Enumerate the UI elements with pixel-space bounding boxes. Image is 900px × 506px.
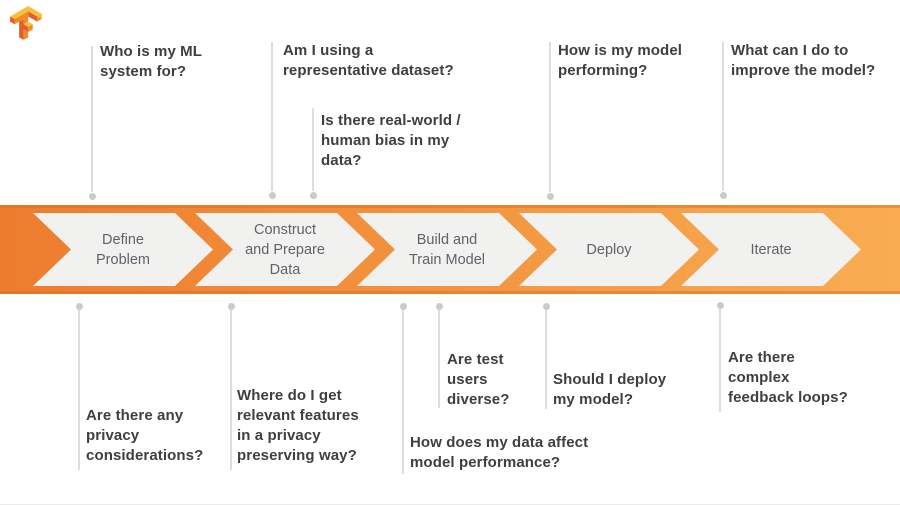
question-are-test-users-diverse: Are test users diverse? — [447, 351, 510, 408]
connector-line — [271, 42, 273, 191]
connector-dot — [719, 191, 727, 199]
slide-bottom-edge — [0, 504, 900, 505]
stage-label-iterate: Iterate — [750, 241, 792, 258]
question-representative-dataset: Am I using a representative dataset? — [283, 42, 454, 79]
stage-arrow-define-problem — [33, 213, 213, 286]
stage-arrow-construct-and-prepare-data — [195, 213, 375, 286]
pipeline-band — [0, 205, 900, 294]
question-who-is-my-ml-system-for: Who is my ML system for? — [100, 43, 203, 80]
question-complex-feedback-loops: Are there complex feedback loops? — [728, 349, 848, 406]
stage-label-define-problem: Define Problem — [96, 231, 150, 268]
connector-line — [78, 310, 80, 470]
question-data-affect-model-performance: How does my data affect model performanc… — [410, 434, 589, 471]
connector-line — [722, 42, 724, 191]
stage-arrow-iterate — [681, 213, 861, 286]
connector-dot — [88, 192, 96, 200]
connector-line — [719, 309, 721, 412]
stage-arrow-build-and-train-model — [357, 213, 537, 286]
stage-arrow-deploy — [519, 213, 699, 286]
question-relevant-features-privacy: Where do I get relevant features in a pr… — [237, 387, 359, 464]
stage-label-build-and-train-model: Build and Train Model — [408, 231, 486, 268]
pipeline-band-top-edge — [0, 205, 900, 208]
connector-dot — [268, 191, 276, 199]
connector-line — [438, 310, 440, 408]
connector-dot — [399, 302, 407, 310]
stage-label-construct-and-prepare-data: Construct and Prepare Data — [245, 221, 325, 278]
connector-dot — [546, 192, 554, 200]
question-real-world-human-bias: Is there real-world / human bias in my d… — [321, 112, 461, 169]
connector-dot — [542, 302, 550, 310]
connector-line — [402, 310, 404, 474]
pipeline-band-bottom-edge — [0, 291, 900, 294]
tensorflow-logo-icon — [10, 6, 42, 40]
connector-line — [91, 46, 93, 192]
connector-dot — [435, 302, 443, 310]
connector-line — [312, 108, 314, 191]
question-should-i-deploy-my-model: Should I deploy my model? — [553, 371, 667, 408]
stage-label-deploy: Deploy — [586, 241, 632, 258]
connector-line — [230, 310, 232, 470]
connector-dot — [716, 301, 724, 309]
question-how-is-my-model-performing: How is my model performing? — [558, 42, 683, 79]
question-privacy-considerations: Are there any privacy considerations? — [86, 407, 204, 464]
connector-dot — [227, 302, 235, 310]
connector-dot — [75, 302, 83, 310]
question-what-can-i-do-to-improve: What can I do to improve the model? — [731, 42, 876, 79]
connector-dot — [309, 191, 317, 199]
connector-line — [549, 42, 551, 192]
connector-line — [545, 310, 547, 409]
